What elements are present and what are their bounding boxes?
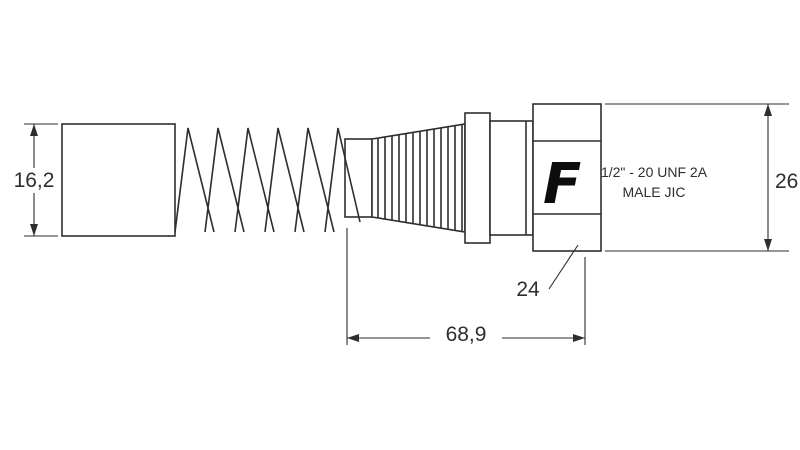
ribbed-ferrule-outline <box>371 123 466 233</box>
ferrule-flange <box>464 112 491 244</box>
thread-spec: 1/2" - 20 UNF 2A MALE JIC <box>601 164 708 200</box>
thread-spec-line1: 1/2" - 20 UNF 2A <box>601 164 708 180</box>
dimensions: 16,2 26 1/2" - 20 UNF 2A MALE JIC 24 <box>10 103 798 347</box>
brand-logo-f-icon: F <box>543 152 581 217</box>
hex-nut-body <box>532 103 602 252</box>
dim-insert-length: 68,9 <box>346 228 586 347</box>
dim-68-label: 68,9 <box>446 323 487 346</box>
dim-26-arrow-down-icon <box>764 239 772 251</box>
callout-24-label: 24 <box>516 278 540 301</box>
callout-hex-size: 24 <box>516 244 579 301</box>
dim-68-arrow-left-icon <box>347 334 359 342</box>
hex-nut: F <box>532 103 602 252</box>
dim-16-arrow-up-icon <box>30 124 38 136</box>
ferrule-ribs <box>377 124 463 232</box>
dim-16-label: 16,2 <box>14 169 55 192</box>
part-geometry: F <box>61 103 602 252</box>
spring-guard <box>174 127 361 233</box>
thread-spec-line2: MALE JIC <box>622 184 685 200</box>
dim-spring-end-height: 16,2 <box>10 123 58 237</box>
dim-26-arrow-up-icon <box>764 104 772 116</box>
dim-16-arrow-down-icon <box>30 224 38 236</box>
dim-hex-height: 26 <box>605 103 798 252</box>
callout-24-leader <box>548 244 579 290</box>
dim-68-arrow-right-icon <box>573 334 585 342</box>
dim-68-label-mask <box>430 320 502 347</box>
dim-26-label: 26 <box>775 170 798 193</box>
dim-16-label-mask <box>10 168 58 193</box>
hose-end-block <box>61 123 176 237</box>
